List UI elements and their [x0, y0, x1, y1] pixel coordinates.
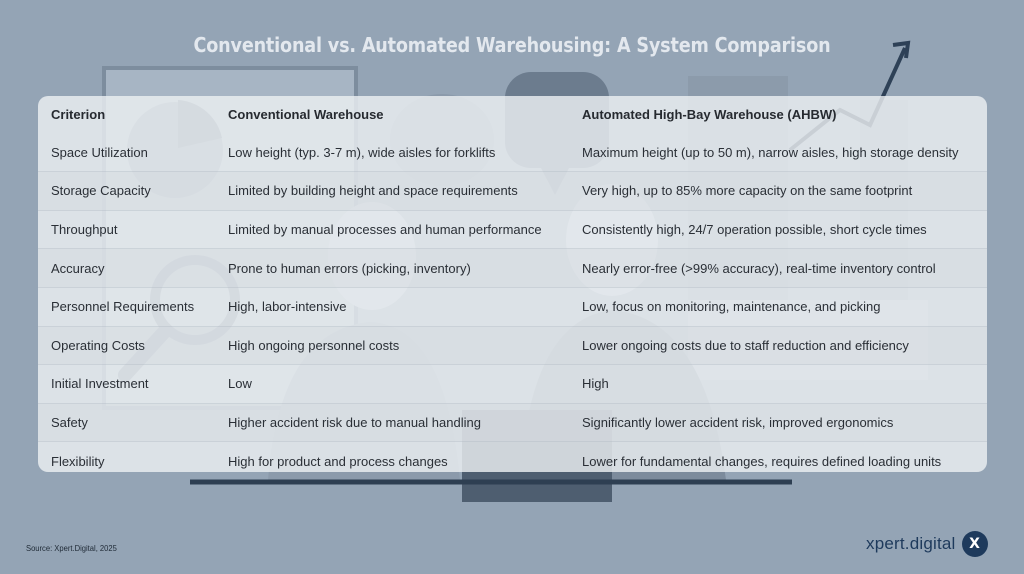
table-row: Personnel Requirements High, labor-inten… — [38, 286, 987, 327]
cell-criterion: Space Utilization — [51, 144, 148, 160]
table-row: Space Utilization Low height (typ. 3-7 m… — [38, 134, 987, 172]
cell-automated: Maximum height (up to 50 m), narrow aisl… — [582, 144, 959, 160]
cell-automated: Lower for fundamental changes, requires … — [569, 441, 987, 472]
cell-conventional: High for product and process changes — [215, 441, 569, 472]
brand-name: xpert.digital — [866, 534, 956, 553]
cell-conventional: High, labor-intensive — [215, 286, 569, 327]
table-row: Flexibility High for product and process… — [38, 441, 987, 472]
table-row: Safety Higher accident risk due to manua… — [38, 402, 987, 442]
cell-criterion: Safety — [38, 402, 215, 442]
cell-conventional: Limited by manual processes and human pe… — [215, 209, 569, 249]
cell-criterion: Accuracy — [38, 248, 215, 288]
cell-criterion: Personnel Requirements — [38, 286, 215, 327]
brand-x-icon: X — [961, 531, 988, 557]
cell-automated: Lower ongoing costs due to staff reducti… — [569, 325, 987, 365]
cell-criterion: Operating Costs — [38, 325, 215, 365]
table-row: Throughput Limited by manual processes a… — [38, 209, 987, 249]
cell-conventional: Prone to human errors (picking, inventor… — [215, 248, 569, 288]
source-note: Source: Xpert.Digital, 2025 — [26, 544, 117, 553]
page-title: Conventional vs. Automated Warehousing: … — [193, 33, 831, 57]
cell-conventional: High ongoing personnel costs — [215, 325, 569, 365]
header-conventional: Conventional Warehouse — [228, 107, 384, 123]
cell-conventional: Low — [215, 364, 569, 404]
table-row: Storage Capacity Limited by building hei… — [38, 171, 987, 211]
cell-conventional: Higher accident risk due to manual handl… — [215, 402, 569, 442]
header-automated: Automated High-Bay Warehouse (AHBW) — [582, 107, 837, 123]
cell-criterion: Flexibility — [38, 441, 215, 472]
cell-criterion: Initial Investment — [38, 364, 215, 404]
header-criterion: Criterion — [51, 107, 106, 123]
comparison-table: Criterion Conventional Warehouse Automat… — [38, 96, 987, 472]
cell-criterion: Storage Capacity — [38, 171, 215, 211]
cell-automated: Low, focus on monitoring, maintenance, a… — [569, 286, 987, 327]
cell-conventional: Low height (typ. 3-7 m), wide aisles for… — [228, 144, 496, 160]
cell-conventional: Limited by building height and space req… — [215, 171, 569, 211]
cell-automated: Very high, up to 85% more capacity on th… — [569, 171, 987, 211]
table-row: Operating Costs High ongoing personnel c… — [38, 325, 987, 365]
cell-automated: High — [569, 364, 987, 404]
cell-automated: Consistently high, 24/7 operation possib… — [569, 209, 987, 249]
table-header-row: Criterion Conventional Warehouse Automat… — [38, 96, 987, 134]
table-row: Initial Investment Low High — [38, 364, 987, 404]
cell-automated: Significantly lower accident risk, impro… — [569, 402, 987, 442]
cell-automated: Nearly error-free (>99% accuracy), real-… — [569, 248, 987, 288]
brand-logo[interactable]: xpert.digital X — [866, 531, 988, 557]
cell-criterion: Throughput — [38, 209, 215, 249]
table-row: Accuracy Prone to human errors (picking,… — [38, 248, 987, 288]
